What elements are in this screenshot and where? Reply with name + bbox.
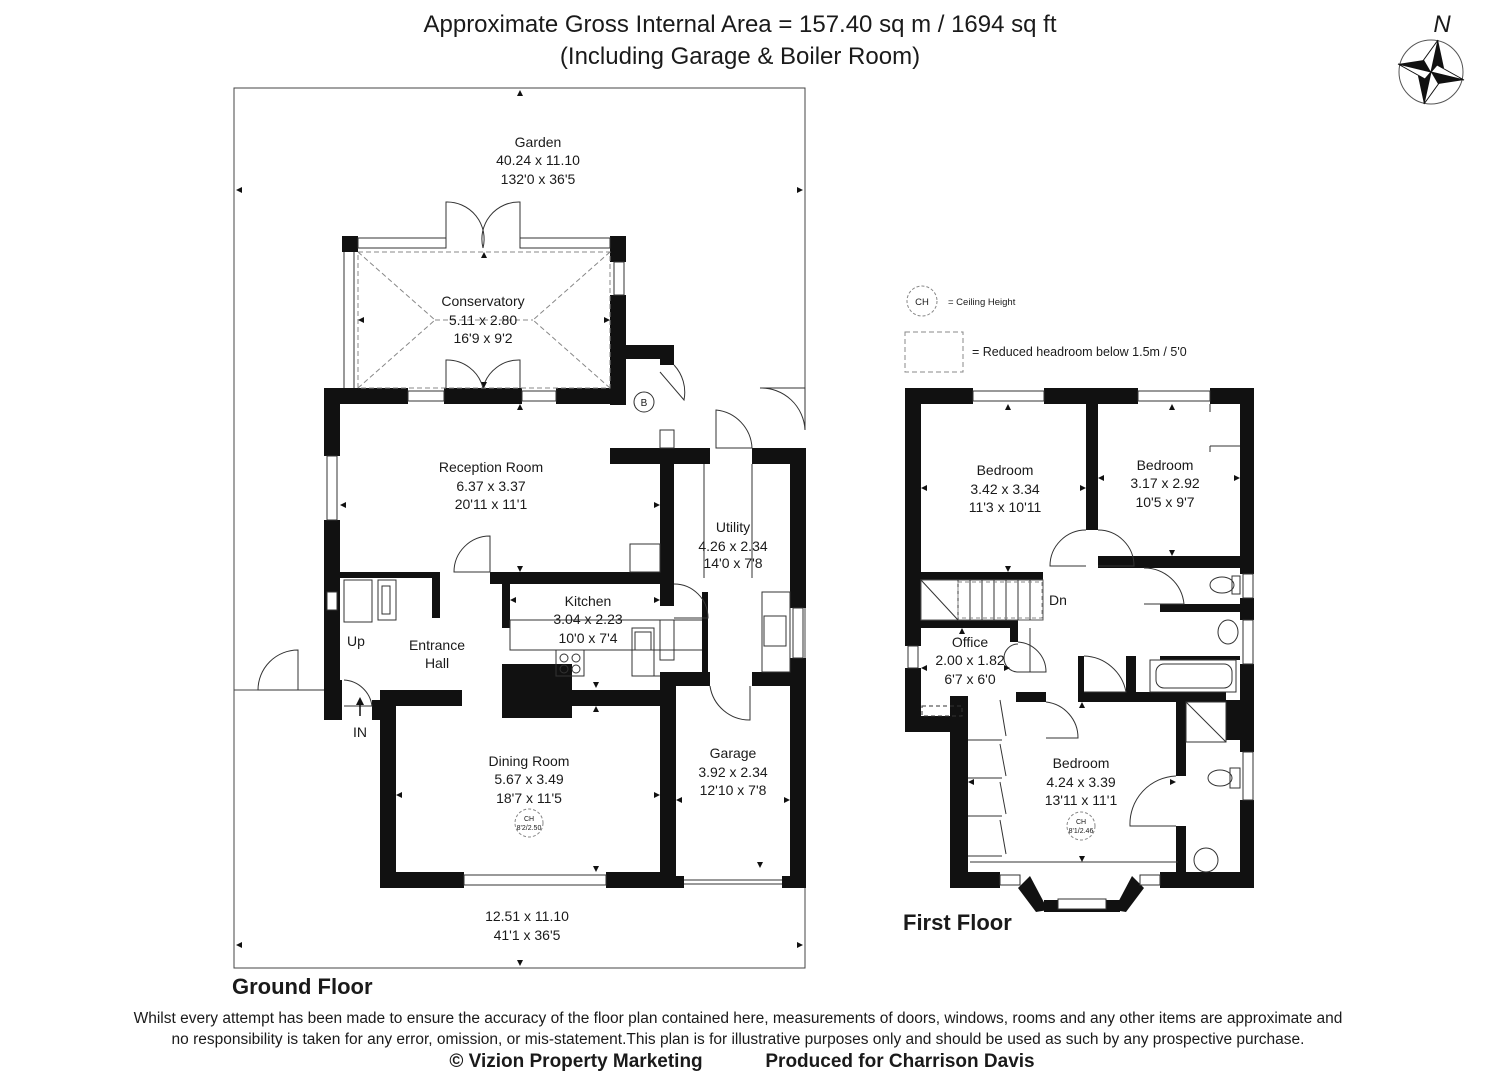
office-name: Office [952, 634, 989, 650]
first-floor-dimension-ticks [921, 404, 1240, 862]
legend-ch-symbol: CH [915, 297, 929, 308]
reduced-headroom-legend-icon [904, 331, 964, 373]
utility-name: Utility [716, 519, 750, 535]
garden-metric: 40.24 x 11.10 [496, 152, 580, 168]
reception-metric: 6.37 x 3.37 [456, 478, 525, 494]
entry-arrow-icon [356, 697, 364, 716]
kitchen-fittings [509, 619, 702, 677]
entrance-hall-name-2: Hall [425, 655, 449, 671]
ceiling-height-legend-icon [906, 285, 938, 317]
kitchen-metric: 3.04 x 2.23 [553, 611, 622, 627]
boiler-symbol: B [641, 398, 648, 409]
legend-ceiling-height-text: = Ceiling Height [948, 297, 1016, 308]
office-imperial: 6'7 x 6'0 [944, 671, 995, 687]
boiler-icon [633, 391, 655, 413]
conservatory-metric: 5.11 x 2.80 [449, 312, 517, 328]
bedroom-main-ch-value: 8'1/2.46 [1069, 828, 1094, 835]
bedroom-right-metric: 3.17 x 2.92 [1130, 475, 1199, 491]
front-garden-imperial: 41'1 x 36'5 [494, 927, 561, 943]
bedroom-main-ch-symbol: CH [1076, 819, 1086, 826]
reception-imperial: 20'11 x 11'1 [455, 496, 528, 512]
first-floor-walls [905, 388, 1254, 912]
dining-name: Dining Room [489, 753, 570, 769]
disclaimer-line-2: no responsibility is taken for any error… [172, 1031, 1305, 1048]
ground-floor-doors [257, 201, 806, 885]
garage-metric: 3.92 x 2.34 [698, 764, 767, 780]
garage-imperial: 12'10 x 7'8 [700, 782, 767, 798]
copyright-credit: © Vizion Property Marketing [449, 1051, 702, 1072]
bedroom-right-imperial: 10'5 x 9'7 [1135, 494, 1194, 510]
garden-imperial: 132'0 x 36'5 [501, 171, 576, 187]
bedroom-main-ceiling-height-icon [1066, 811, 1096, 841]
conservatory-name: Conservatory [441, 293, 524, 309]
bedroom-right-name: Bedroom [1137, 457, 1194, 473]
dining-metric: 5.67 x 3.49 [494, 771, 563, 787]
kitchen-imperial: 10'0 x 7'4 [558, 630, 617, 646]
north-label: N [1433, 11, 1451, 38]
dimension-arrows [236, 90, 803, 966]
stairs-up-label: Up [347, 633, 365, 649]
office-metric: 2.00 x 1.82 [935, 652, 1004, 668]
dining-ceiling-height-icon [514, 808, 544, 838]
bedroom-left-name: Bedroom [977, 462, 1034, 478]
first-floor-fittings [920, 404, 1241, 873]
produced-for-credit: Produced for Charrison Davis [765, 1051, 1034, 1072]
kitchen-name: Kitchen [565, 593, 612, 609]
entrance-hall-name-1: Entrance [409, 637, 465, 653]
area-inclusion-note: (Including Garage & Boiler Room) [560, 43, 920, 70]
bedroom-left-imperial: 11'3 x 10'11 [969, 499, 1042, 515]
ground-floor-title: Ground Floor [232, 974, 373, 999]
ground-floor-walls [324, 236, 806, 888]
dining-ch-value: 8'2/2.50 [517, 825, 542, 832]
bedroom-main-metric: 4.24 x 3.39 [1046, 774, 1115, 790]
first-floor-windows [907, 390, 1254, 910]
utility-metric: 4.26 x 2.34 [698, 538, 767, 554]
room-dimension-ticks [340, 252, 790, 872]
gross-area-title: Approximate Gross Internal Area = 157.40… [423, 11, 1056, 38]
utility-imperial: 14'0 x 7'8 [703, 555, 762, 571]
entry-label: IN [353, 724, 367, 740]
conservatory-imperial: 16'9 x 9'2 [453, 330, 512, 346]
first-floor-title: First Floor [903, 910, 1012, 935]
north-compass-icon [1397, 39, 1465, 105]
bedroom-main-imperial: 13'11 x 11'1 [1045, 792, 1118, 808]
bedroom-main-name: Bedroom [1053, 755, 1110, 771]
dining-ch-symbol: CH [524, 816, 534, 823]
front-garden-metric: 12.51 x 11.10 [485, 908, 569, 924]
legend-reduced-headroom-text: = Reduced headroom below 1.5m / 5'0 [972, 345, 1187, 359]
dining-imperial: 18'7 x 11'5 [496, 790, 562, 806]
garage-name: Garage [710, 745, 757, 761]
stairs-down-label: Dn [1049, 592, 1067, 608]
reception-name: Reception Room [439, 459, 543, 475]
garden-name: Garden [515, 134, 562, 150]
disclaimer-line-1: Whilst every attempt has been made to en… [134, 1010, 1343, 1027]
bedroom-left-metric: 3.42 x 3.34 [970, 481, 1039, 497]
